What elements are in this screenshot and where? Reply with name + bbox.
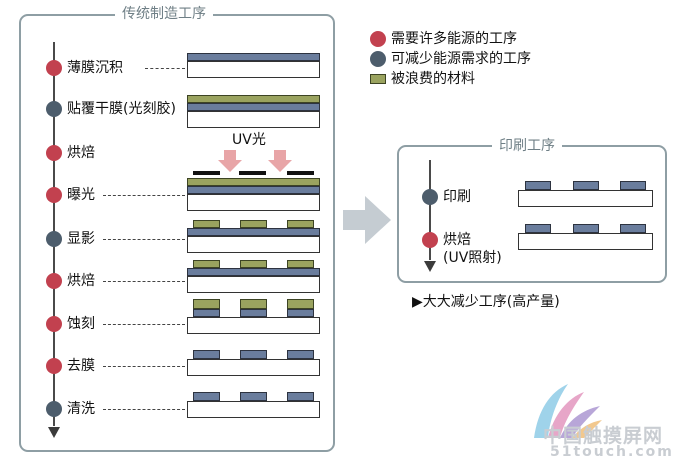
- film-layer: [187, 103, 320, 111]
- printing-process-title: 印刷工序: [492, 138, 562, 154]
- step-dot-dry-film: [46, 101, 62, 117]
- right-arrow-icon: [343, 196, 391, 244]
- printing-timeline-arrow-icon: [424, 261, 436, 272]
- substrate: [187, 359, 320, 376]
- legend-green-swatch: [370, 74, 386, 84]
- film-pattern: [193, 392, 220, 401]
- step-dot-develop: [46, 231, 62, 247]
- resist-pattern: [193, 220, 220, 228]
- film-pattern: [240, 350, 267, 359]
- step-label-deposition: 薄膜沉积: [67, 60, 123, 76]
- legend-high-energy: 需要许多能源的工序: [391, 31, 517, 47]
- printed-pattern: [525, 224, 551, 233]
- leader-line: [103, 409, 185, 410]
- step-label-dry-film: 贴覆干膜(光刻胶): [67, 101, 176, 117]
- substrate: [187, 61, 320, 78]
- step-label-bake-uv: 烘焙: [443, 232, 471, 248]
- legend-wasted-material: 被浪费的材料: [391, 71, 475, 87]
- film-pattern: [287, 350, 314, 359]
- leader-line: [103, 239, 185, 240]
- film-pattern: [193, 350, 220, 359]
- substrate: [187, 236, 320, 253]
- step-dot-bake: [46, 145, 62, 161]
- leader-line: [103, 281, 185, 282]
- leader-line: [103, 195, 185, 196]
- process-reduction-note: ▶大大减少工序(高产量): [412, 294, 560, 310]
- step-dot-deposition: [46, 60, 62, 76]
- step-label-exposure: 曝光: [67, 187, 95, 203]
- printing-process-panel: [397, 145, 667, 283]
- resist-pattern: [240, 299, 267, 309]
- step-dot-etch: [46, 316, 62, 332]
- film-pattern: [287, 392, 314, 401]
- resist-layer: [187, 95, 320, 103]
- resist-pattern: [287, 299, 314, 309]
- film-pattern: [193, 309, 220, 317]
- printed-pattern: [573, 224, 599, 233]
- step-dot-print: [422, 189, 438, 205]
- resist-pattern: [193, 260, 220, 268]
- printed-pattern: [525, 181, 551, 190]
- resist-pattern: [287, 220, 314, 228]
- uv-light-label: UV光: [232, 132, 266, 148]
- photomask: [287, 171, 314, 175]
- watermark-logo-icon: [534, 384, 602, 438]
- substrate: [518, 233, 653, 250]
- step-dot-exposure: [46, 187, 62, 203]
- uv-arrows-icon: [218, 150, 292, 172]
- legend-low-energy: 可减少能源需求的工序: [391, 51, 531, 67]
- step-dot-bake-2: [46, 273, 62, 289]
- resist-pattern: [287, 260, 314, 268]
- step-label-etch: 蚀刻: [67, 316, 95, 332]
- resist-pattern: [193, 299, 220, 309]
- traditional-timeline-arrow-icon: [48, 427, 60, 438]
- resist-pattern: [240, 220, 267, 228]
- resist-pattern: [240, 260, 267, 268]
- printed-pattern: [620, 181, 646, 190]
- printing-timeline: [429, 160, 431, 260]
- substrate: [187, 111, 320, 128]
- substrate: [187, 401, 320, 418]
- leader-line: [103, 366, 185, 367]
- film-layer: [187, 268, 320, 276]
- step-sublabel-uv: (UV照射): [443, 250, 502, 266]
- film-layer: [187, 186, 320, 194]
- printed-pattern: [620, 224, 646, 233]
- printed-pattern: [573, 181, 599, 190]
- traditional-process-title: 传统制造工序: [115, 6, 213, 22]
- substrate: [518, 190, 653, 207]
- step-label-strip: 去膜: [67, 358, 95, 374]
- watermark-text: 中国触摸屏网: [543, 425, 664, 447]
- resist-layer: [187, 178, 320, 186]
- photomask: [193, 171, 220, 175]
- film-pattern: [287, 309, 314, 317]
- film-pattern: [240, 392, 267, 401]
- photomask: [239, 171, 266, 175]
- step-label-bake-2: 烘焙: [67, 273, 95, 289]
- legend-red-dot: [370, 31, 386, 47]
- step-dot-clean: [46, 401, 62, 417]
- step-dot-bake-uv: [422, 232, 438, 248]
- step-label-clean: 清洗: [67, 401, 95, 417]
- substrate: [187, 276, 320, 293]
- film-layer: [187, 53, 320, 61]
- step-label-develop: 显影: [67, 231, 95, 247]
- step-dot-strip: [46, 358, 62, 374]
- step-label-print: 印刷: [443, 189, 471, 205]
- substrate: [187, 317, 320, 334]
- substrate: [187, 194, 320, 211]
- leader-line: [103, 324, 185, 325]
- film-pattern: [240, 309, 267, 317]
- step-label-bake: 烘焙: [67, 145, 95, 161]
- leader-line: [145, 68, 185, 69]
- watermark-url: 51touch.com: [550, 444, 674, 460]
- legend-blue-dot: [370, 51, 386, 67]
- film-layer: [187, 228, 320, 236]
